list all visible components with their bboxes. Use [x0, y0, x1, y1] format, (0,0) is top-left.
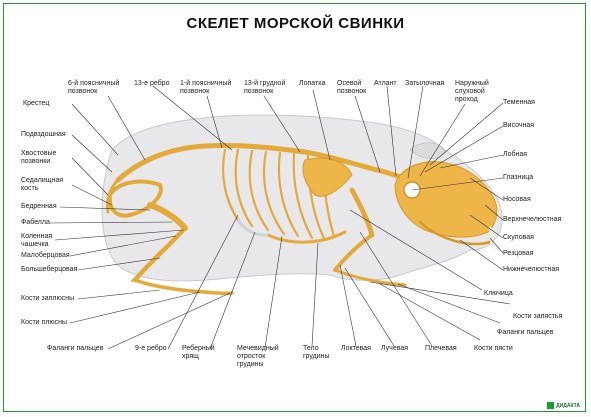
label-klyuchitsa: Ключица: [484, 290, 513, 297]
label-zaplyusny: Кости заплюсны: [21, 295, 75, 302]
label-visochnaya: Височная: [503, 122, 535, 129]
rib-cage: [222, 148, 336, 240]
label-verkhnechelyustnaya: Верхнечелюстная: [503, 216, 562, 223]
front-foot-bones: [333, 268, 407, 287]
label-plechevaya: Плечевая: [425, 345, 457, 352]
label-lobnaya: Лобная: [503, 151, 528, 158]
label-nosovaya: Носовая: [503, 196, 531, 203]
incisor-teeth: [488, 226, 494, 247]
costal-cartilage: [236, 219, 269, 237]
label-krestets: Крестец: [23, 100, 50, 107]
label-malobertsovaya: Малоберцовая: [21, 252, 70, 259]
label-osevoy: Осевой позвонок: [337, 80, 367, 95]
label-lopatka: Лопатка: [299, 80, 326, 87]
leader-lines: [49, 85, 511, 350]
label-atlant: Атлант: [374, 80, 397, 87]
scapula-bone: [302, 157, 353, 197]
label-kolennaya: Коленная чашечка: [21, 233, 53, 248]
label-glaznitsa: Глазница: [503, 174, 534, 181]
label-pyasti: Кости пясти: [474, 345, 513, 352]
logo-mark-icon: [547, 402, 555, 409]
pelvis-bone: [107, 179, 163, 218]
label-poyasnichny6: 6-й поясничный позвонок: [68, 80, 120, 95]
radius-ulna-bones: [333, 233, 374, 272]
logo-text: ДИДАКТА: [556, 402, 580, 409]
femur-bone: [147, 202, 188, 231]
publisher-logo: ДИДАКТА: [547, 402, 580, 409]
label-luchevaya: Лучевая: [381, 345, 409, 352]
humerus-bone: [349, 187, 375, 238]
label-sedalishchnaya: Седалищная кость: [21, 177, 64, 192]
label-bolsheberstsovaya: Большеберцовая: [21, 266, 78, 273]
diagram-title: СКЕЛЕТ МОРСКОЙ СВИНКИ: [186, 15, 405, 32]
fibula-bone: [131, 231, 181, 282]
label-khvostovye: Хвостовые позвонки: [21, 150, 57, 165]
mandible-bone: [418, 220, 492, 246]
body-silhouette: [101, 114, 503, 282]
label-slukhovoy: Наружный слуховой проход: [455, 80, 489, 103]
label-telo-grudiny: Тело грудины: [303, 345, 330, 360]
hind-foot-bones: [133, 278, 234, 296]
label-zatylochnaya: Затылочная: [405, 80, 445, 87]
label-temennaya: Теменная: [503, 99, 535, 106]
label-skulovaya: Скуловая: [503, 234, 534, 241]
label-nizhnechelyustnaya: Нижнечелюстная: [503, 266, 560, 273]
label-poyasnichny1: 1-й поясничный позвонок: [180, 80, 232, 95]
label-reberny-khryashch: Реберный хрящ: [182, 345, 215, 360]
label-rebro9: 9-е ребро: [135, 345, 167, 352]
label-loktevaya: Локтевая: [341, 345, 371, 352]
label-mechevidny: Мечевидный отросток грудины: [237, 345, 279, 368]
label-plyusny: Кости плюсны: [21, 319, 68, 326]
label-rebro13: 13-е ребро: [134, 80, 170, 87]
label-bedrennaya: Бедренная: [21, 203, 57, 210]
label-falangi-zad: Фаланги пальцев: [47, 345, 104, 352]
sternum-bone: [266, 230, 347, 244]
label-reztsovaya: Резцовая: [503, 250, 534, 257]
label-zapyastya: Кости запястья: [513, 313, 563, 320]
spine-bone: [115, 142, 415, 185]
label-grudnoy13: 13-й грудной позвонок: [244, 80, 286, 95]
label-falangi-pered: Фаланги пальцев: [497, 329, 554, 336]
label-podvzdoshnaya: Подвздошная: [21, 131, 66, 138]
label-fabella: Фабелла: [21, 219, 50, 226]
